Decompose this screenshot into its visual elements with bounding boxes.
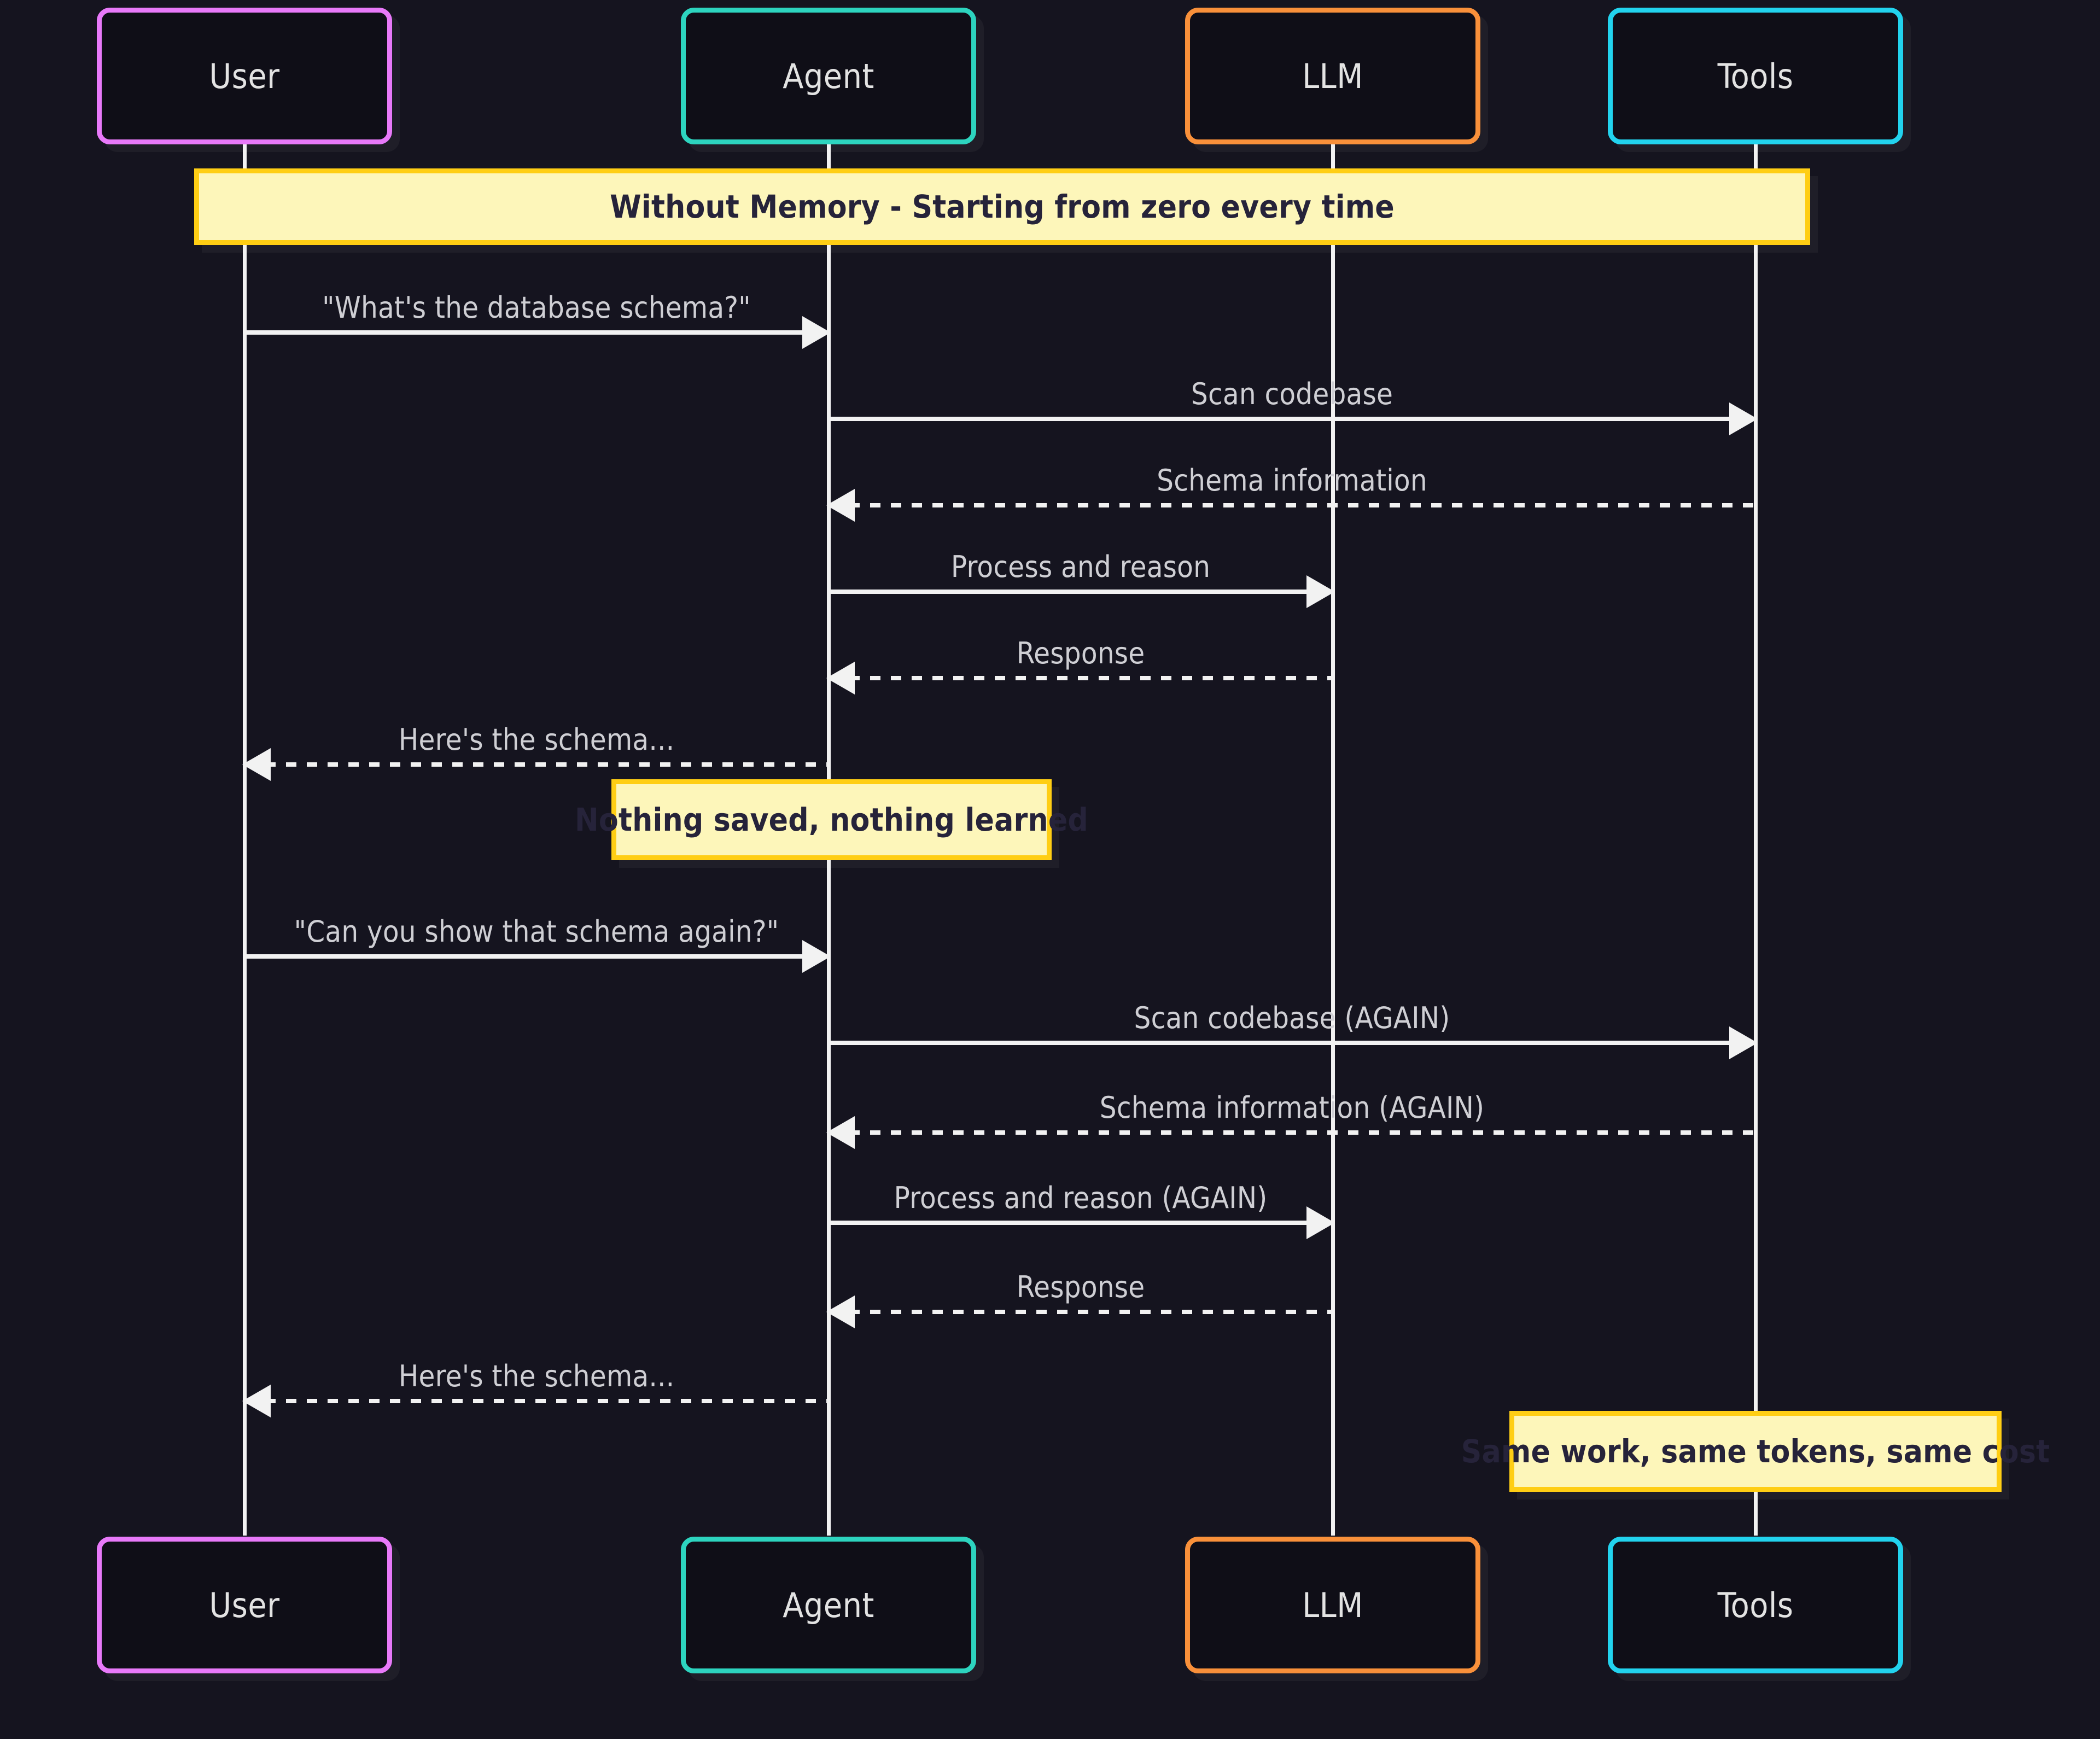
- message-label: "What's the database schema?": [322, 290, 751, 325]
- arrowhead-icon: [826, 1296, 855, 1328]
- message-arrow-m5: Response: [826, 636, 1333, 695]
- message-arrow-m2: Scan codebase: [829, 377, 1758, 435]
- message-label: Scan codebase: [1191, 377, 1393, 411]
- message-label: Process and reason (AGAIN): [894, 1181, 1268, 1215]
- participant-label: LLM: [1302, 56, 1363, 96]
- arrowhead-icon: [826, 1116, 855, 1149]
- message-arrow-m11: Response: [826, 1270, 1333, 1328]
- participant-box-agent-bottom[interactable]: Agent: [681, 1537, 976, 1673]
- message-label: Scan codebase (AGAIN): [1134, 1001, 1450, 1035]
- message-arrow-m4: Process and reason: [829, 550, 1335, 608]
- note-label: Without Memory - Starting from zero ever…: [610, 188, 1395, 225]
- message-label: Response: [1016, 1270, 1145, 1304]
- arrowhead-icon: [1729, 1026, 1758, 1059]
- participant-box-llm-bottom[interactable]: LLM: [1185, 1537, 1480, 1673]
- participant-label: Tools: [1717, 1585, 1794, 1625]
- arrowhead-icon: [802, 316, 831, 349]
- arrowhead-icon: [802, 940, 831, 973]
- message-arrow-m6: Here's the schema...: [242, 722, 829, 781]
- participant-label: Tools: [1717, 56, 1794, 96]
- arrowhead-icon: [242, 748, 271, 781]
- message-arrow-m1: "What's the database schema?": [244, 290, 831, 349]
- message-arrow-m10: Process and reason (AGAIN): [829, 1181, 1335, 1239]
- participant-label: LLM: [1302, 1585, 1363, 1625]
- participant-box-tools-top[interactable]: Tools: [1608, 8, 1903, 144]
- message-arrow-m3: Schema information: [826, 463, 1755, 522]
- lifeline-llm: [1331, 141, 1335, 1536]
- message-arrow-m7: "Can you show that schema again?": [244, 914, 831, 973]
- note-label: Same work, same tokens, same cost: [1461, 1433, 2050, 1470]
- participant-box-agent-top[interactable]: Agent: [681, 8, 976, 144]
- participant-box-tools-bottom[interactable]: Tools: [1608, 1537, 1903, 1673]
- message-label: Here's the schema...: [398, 1359, 675, 1393]
- participant-label: Agent: [783, 56, 874, 96]
- message-label: Here's the schema...: [398, 722, 675, 757]
- arrowhead-icon: [826, 662, 855, 695]
- message-arrow-m9: Schema information (AGAIN): [826, 1090, 1755, 1149]
- message-arrow-m12: Here's the schema...: [242, 1359, 829, 1417]
- message-arrow-m8: Scan codebase (AGAIN): [829, 1001, 1758, 1059]
- banner-without-memory: Without Memory - Starting from zero ever…: [194, 168, 1810, 245]
- lifeline-tools: [1754, 141, 1758, 1536]
- arrowhead-icon: [1306, 575, 1335, 608]
- arrowhead-icon: [1306, 1206, 1335, 1239]
- participant-box-llm-top[interactable]: LLM: [1185, 8, 1480, 144]
- message-label: Process and reason: [950, 550, 1211, 584]
- message-label: Schema information (AGAIN): [1099, 1090, 1485, 1125]
- participant-box-user-bottom[interactable]: User: [97, 1537, 392, 1673]
- message-label: "Can you show that schema again?": [294, 914, 779, 949]
- lifeline-user: [243, 141, 247, 1536]
- arrowhead-icon: [1729, 402, 1758, 435]
- arrowhead-icon: [242, 1385, 271, 1417]
- message-label: Response: [1016, 636, 1145, 670]
- participant-label: User: [209, 1585, 280, 1625]
- participant-label: Agent: [783, 1585, 874, 1625]
- note-same-work: Same work, same tokens, same cost: [1461, 1411, 2050, 1492]
- note-nothing-saved: Nothing saved, nothing learned: [575, 779, 1088, 860]
- note-label: Nothing saved, nothing learned: [575, 801, 1088, 838]
- participant-label: User: [209, 56, 280, 96]
- message-label: Schema information: [1157, 463, 1427, 498]
- participant-box-user-top[interactable]: User: [97, 8, 392, 144]
- arrowhead-icon: [826, 489, 855, 522]
